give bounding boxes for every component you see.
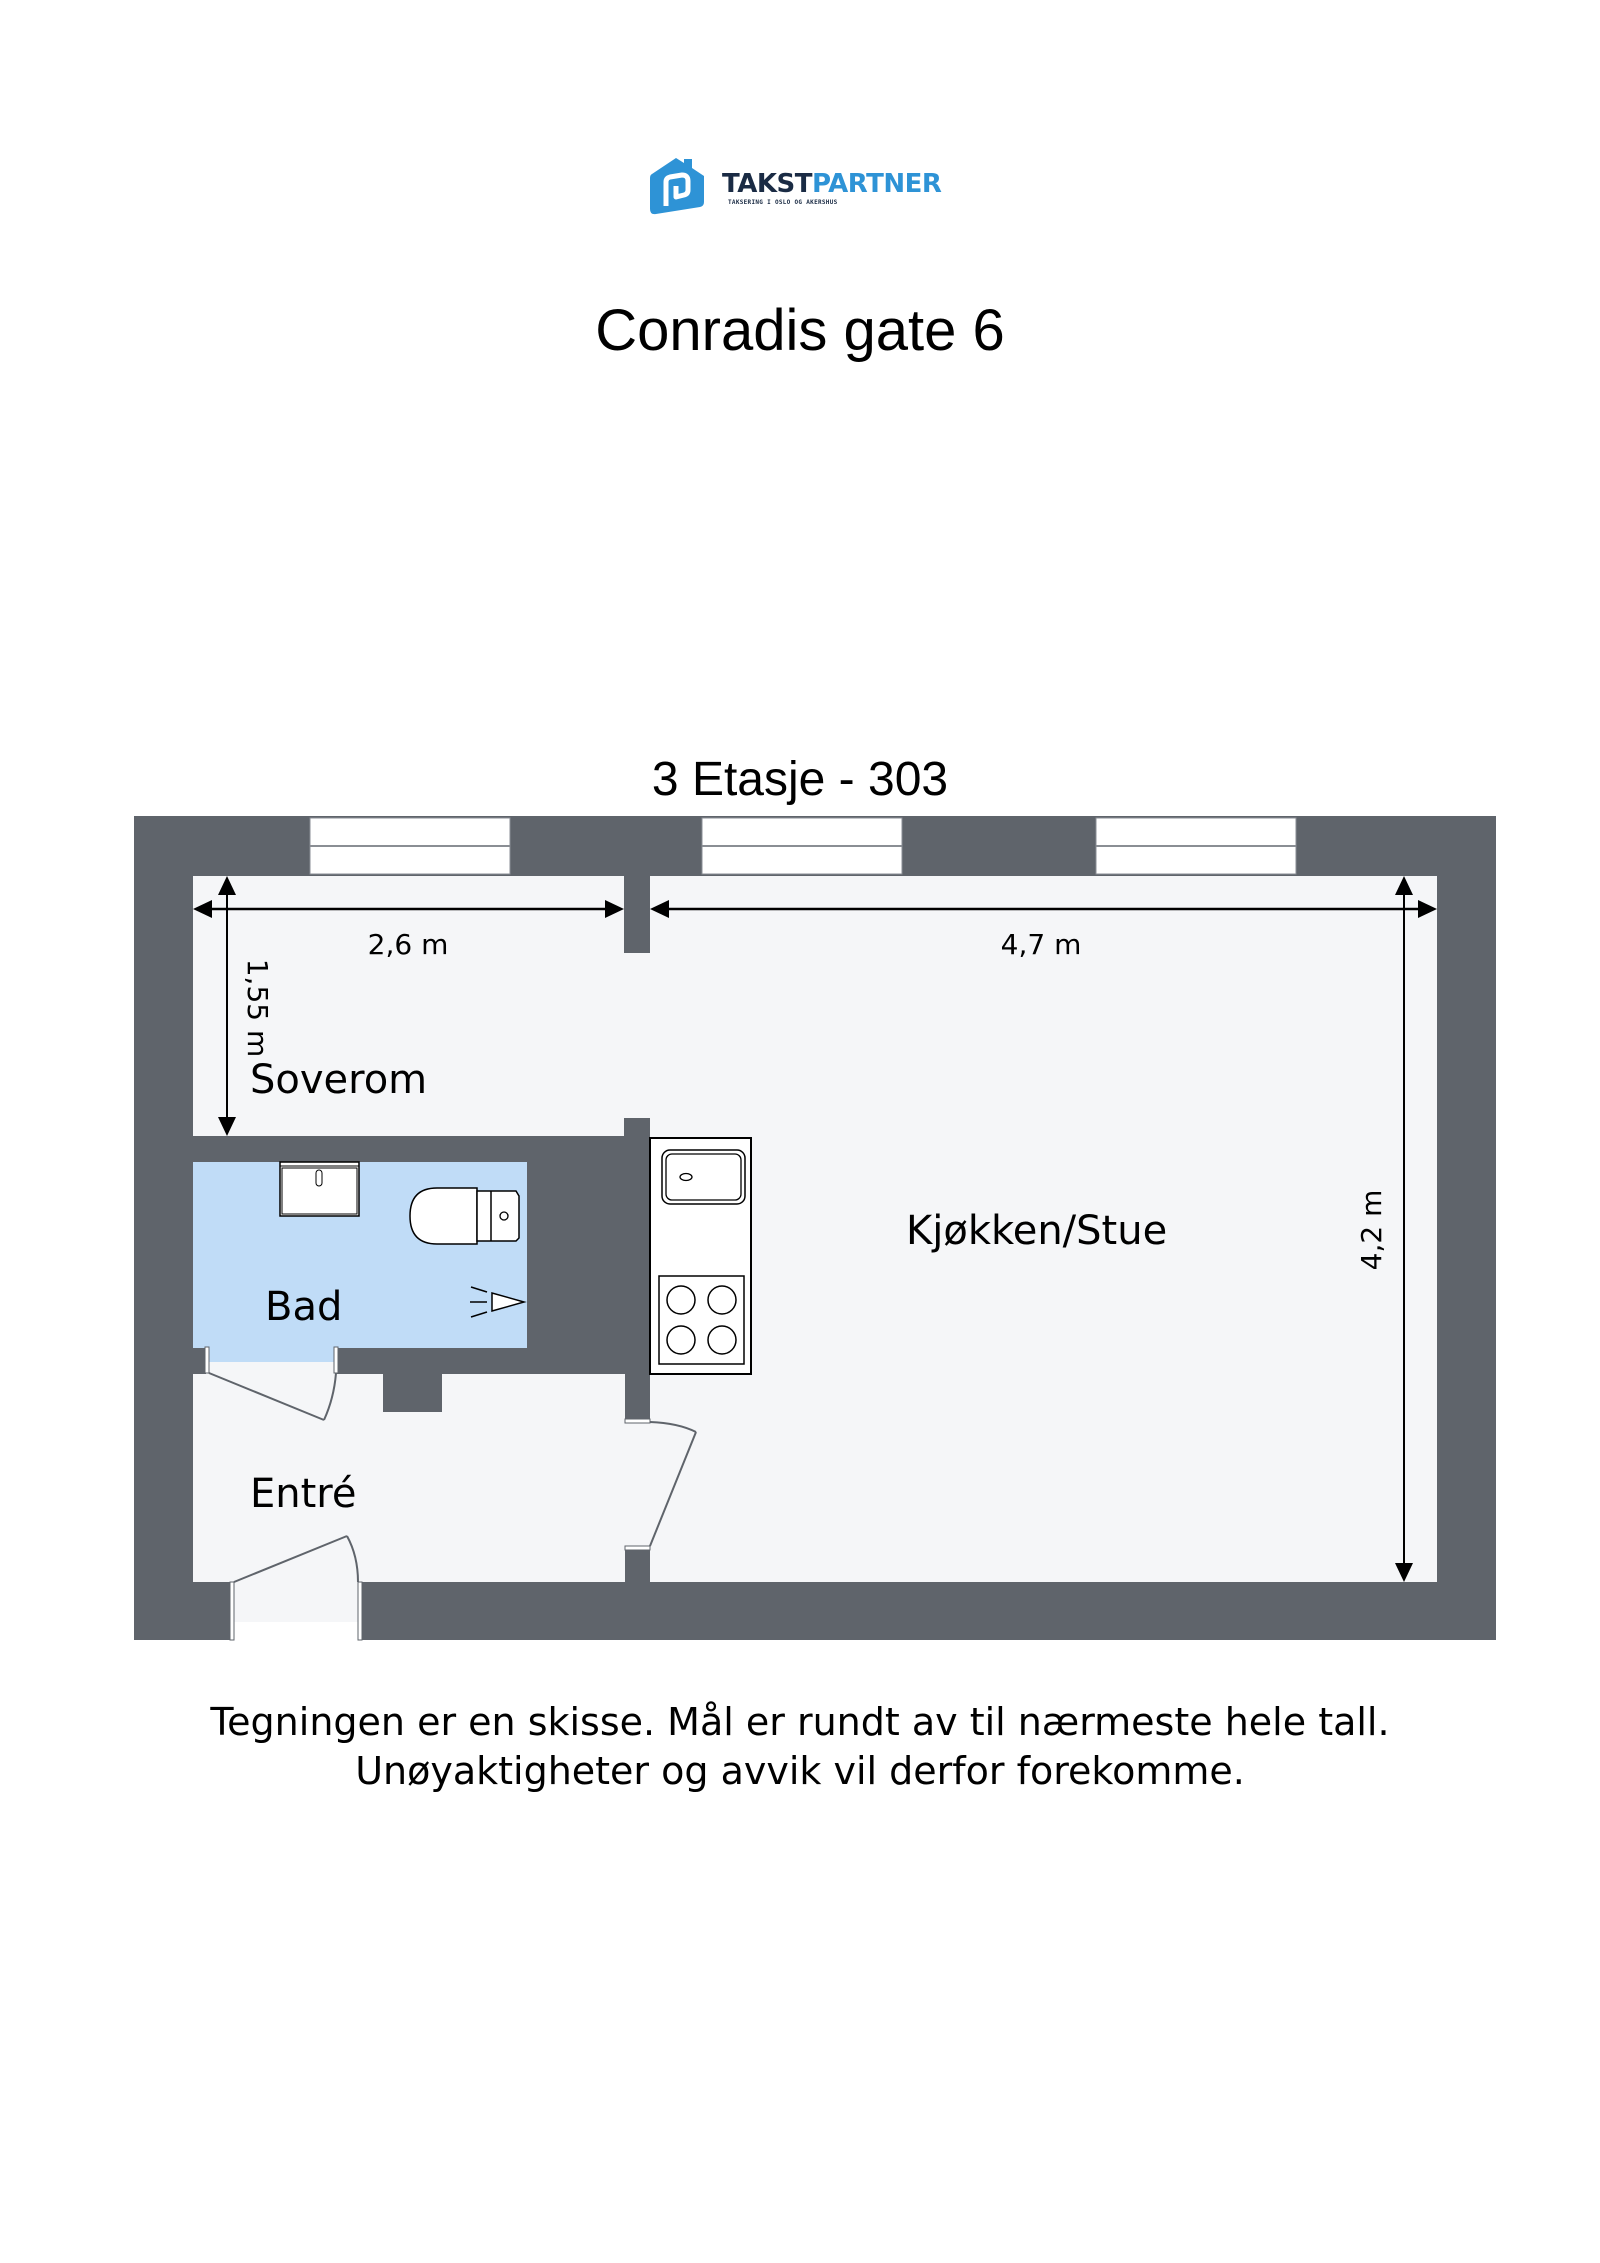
room-soverom-floor bbox=[193, 876, 624, 1136]
house-logo-icon bbox=[650, 158, 704, 215]
front-door-outside bbox=[231, 1622, 359, 1640]
window-3 bbox=[1095, 817, 1297, 875]
room-label-bad: Bad bbox=[265, 1284, 342, 1330]
dim-label-soverom-depth: 1,55 m bbox=[241, 959, 274, 1058]
window-1 bbox=[309, 817, 511, 875]
logo-tagline: TAKSERING I OSLO OG AKERSHUS bbox=[728, 199, 838, 206]
front-door[interactable] bbox=[229, 1535, 363, 1641]
stue-door-opening bbox=[625, 1422, 650, 1548]
wall-stub-entre bbox=[383, 1374, 442, 1412]
dimension-stue-depth: 4,2 m bbox=[1355, 876, 1413, 1582]
dimension-stue-width: 4,7 m bbox=[650, 900, 1437, 961]
takstpartner-logo: TAKSTPARTNER TAKSERING I OSLO OG AKERSHU… bbox=[646, 156, 966, 218]
bad-door-threshold bbox=[206, 1348, 335, 1362]
sink-icon bbox=[279, 1161, 360, 1217]
toilet-icon bbox=[409, 1187, 520, 1245]
dim-label-stue-width: 4,7 m bbox=[1001, 928, 1082, 961]
wall-stub-top bbox=[624, 876, 650, 953]
dim-label-soverom-width: 2,6 m bbox=[368, 928, 449, 961]
room-label-entre: Entré bbox=[250, 1471, 356, 1517]
bad-door-opening bbox=[206, 1362, 335, 1374]
room-kjokken-stue-floor bbox=[650, 876, 1437, 1582]
room-label-soverom: Soverom bbox=[250, 1057, 427, 1103]
disclaimer-line-2: Unøyaktigheter og avvik vil derfor forek… bbox=[355, 1749, 1245, 1793]
disclaimer-line-1: Tegningen er en skisse. Mål er rundt av … bbox=[210, 1700, 1390, 1744]
dimension-soverom-depth: 1,55 m bbox=[218, 876, 274, 1136]
shower-icon bbox=[470, 1286, 527, 1318]
stove-icon bbox=[658, 1275, 745, 1365]
kitchen-counter bbox=[649, 1137, 752, 1375]
room-opening bbox=[624, 953, 650, 1118]
logo-word-takst: TAKST bbox=[722, 169, 812, 199]
logo-word-partner: PARTNER bbox=[811, 169, 942, 199]
page-title: Conradis gate 6 bbox=[595, 298, 1005, 363]
logo-wordmark: TAKSTPARTNER bbox=[722, 169, 942, 199]
window-2 bbox=[701, 817, 903, 875]
stue-door[interactable] bbox=[624, 1418, 697, 1551]
floor-label: 3 Etasje - 303 bbox=[651, 753, 949, 806]
disclaimer: Tegningen er en skisse. Mål er rundt av … bbox=[0, 1698, 1600, 1796]
bad-door[interactable] bbox=[204, 1346, 339, 1421]
front-door-opening bbox=[231, 1582, 359, 1622]
dim-label-stue-depth: 4,2 m bbox=[1355, 1190, 1388, 1271]
dimension-soverom-width: 2,6 m bbox=[193, 900, 624, 961]
room-label-kjokken-stue: Kjøkken/Stue bbox=[906, 1208, 1167, 1254]
kitchen-sink-icon bbox=[661, 1149, 746, 1205]
